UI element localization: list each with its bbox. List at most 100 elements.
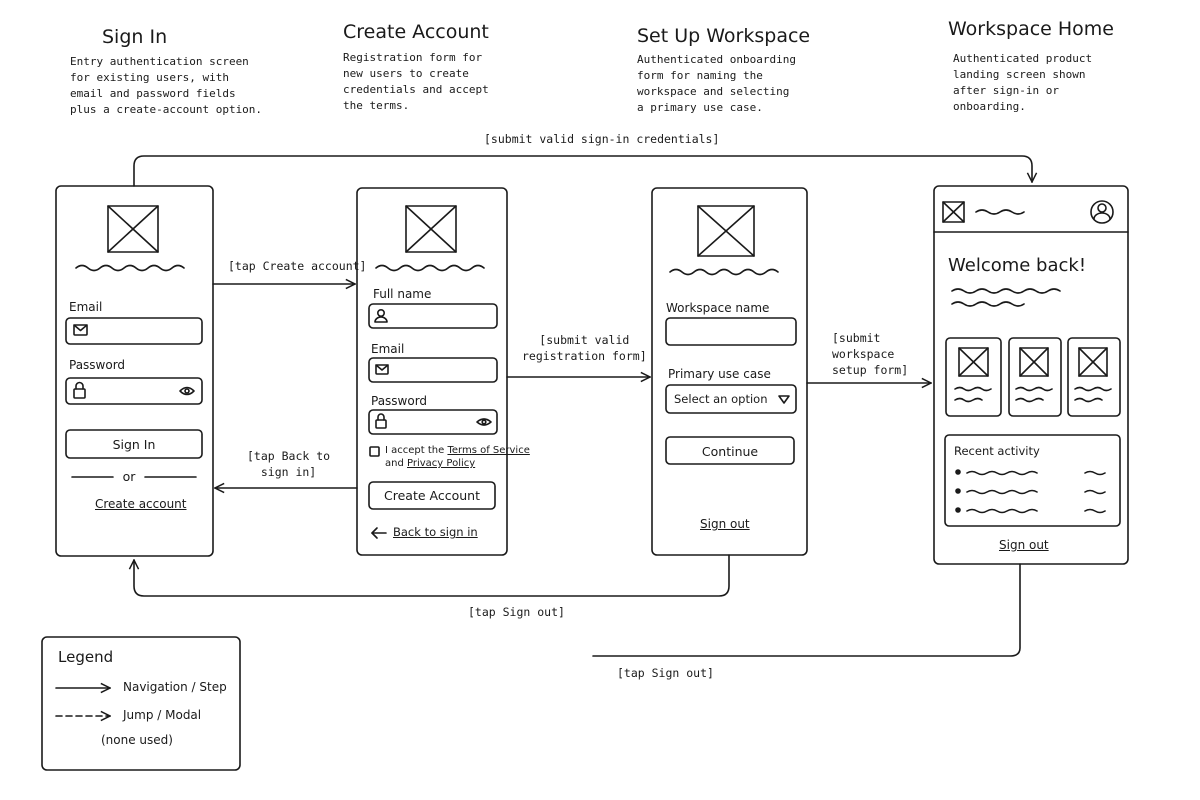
legend-dashed-label: Jump / Modal [123,708,202,722]
create-account-link[interactable]: Create account [95,497,187,511]
create-account-description: Registration form for new users to creat… [343,51,489,112]
email-field [368,357,498,383]
continue-button-label[interactable]: Continue [701,444,759,459]
bullet [955,488,961,494]
arrow-setup-sign-out [134,554,730,597]
arrow-sign-in-to-home [133,155,1032,187]
email-field [65,317,203,345]
terms-of-service-link[interactable]: Terms of Service [447,445,530,456]
home-card [1008,337,1062,417]
bullet [955,469,961,475]
squiggle-line [975,209,1025,215]
squiggle-line [1084,508,1106,514]
password-field [65,377,203,405]
divider-or-text: or [122,469,136,484]
transition-home-sign-out: [tap Sign out] [617,666,714,680]
welcome-heading: Welcome back! [948,255,1087,276]
transition-setup-to-home: [submit workspace setup form] [832,331,909,377]
sign-out-link[interactable]: Sign out [700,517,750,531]
checkbox-icon [369,446,380,457]
sign-out-link[interactable]: Sign out [999,538,1049,552]
email-label: Email [69,300,103,314]
eye-icon [179,386,195,396]
transition-create-to-setup: [submit valid registration form] [522,333,647,363]
recent-activity-label: Recent activity [954,444,1040,458]
arrow-home-sign-out [592,563,1021,657]
squiggle-line [1015,386,1053,392]
terms-line-2: and Privacy Policy [385,458,475,469]
squiggle-line [954,386,992,392]
home-card [1067,337,1121,417]
image-placeholder-icon [1019,347,1049,377]
squiggle-line [951,301,1025,307]
legend-none-note: (none used) [101,733,173,747]
terms-prefix: I accept the [385,445,445,456]
sign-in-button [65,429,203,459]
terms-line-1: I accept the Terms of Service [385,445,530,456]
back-to-sign-in-link[interactable]: Back to sign in [393,525,478,539]
eye-icon [476,418,492,426]
use-case-select [665,384,797,414]
transition-sign-in-to-home: [submit valid sign-in credentials] [478,131,726,147]
full-name-field [368,303,498,329]
squiggle-line [375,264,485,272]
squiggle-line [966,508,1038,514]
password-field [368,409,498,435]
email-label: Email [371,342,405,356]
lock-icon [73,381,86,399]
create-account-screen-frame [356,187,508,556]
sign-in-button-label[interactable]: Sign In [112,437,156,452]
user-icon [374,308,388,323]
continue-button [665,436,795,465]
transition-setup-sign-out: [tap Sign out] [468,605,565,619]
image-placeholder-icon [958,347,989,377]
sign-in-title: Sign In [102,26,168,48]
password-label: Password [69,358,126,372]
squiggle-line [1084,489,1106,495]
squiggle-line [1015,397,1044,403]
avatar-icon [1090,200,1114,224]
legend-box [41,636,241,771]
create-account-title: Create Account [343,21,489,43]
transition-sign-in-to-create: [tap Create account] [228,259,367,273]
mail-icon [375,364,389,375]
squiggle-line [954,397,983,403]
setup-workspace-description: Authenticated onboarding form for naming… [637,53,796,114]
bullet [955,507,961,513]
workspace-home-title: Workspace Home [948,18,1114,40]
transition-create-to-sign-in: [tap Back to sign in] [247,449,331,479]
full-name-label: Full name [373,287,432,301]
workspace-name-field [665,317,797,346]
create-account-button [368,481,496,510]
workspace-home-screen-frame [933,185,1129,565]
use-case-select-value[interactable]: Select an option [674,392,768,406]
image-placeholder-icon [942,201,965,223]
legend-title: Legend [58,648,114,666]
lock-icon [375,413,387,429]
squiggle-line [966,470,1038,476]
squiggle-line [1084,470,1106,476]
squiggle-line [669,268,779,276]
terms-and: and [385,458,404,469]
recent-activity-panel [944,434,1121,527]
squiggle-line [966,489,1038,495]
create-account-button-label[interactable]: Create Account [384,488,480,503]
image-placeholder-icon [405,205,457,253]
home-card [945,337,1002,417]
back-arrow-icon [371,527,387,539]
mail-icon [73,324,88,336]
dropdown-caret-icon [778,395,790,404]
setup-workspace-title: Set Up Workspace [637,25,811,47]
sign-in-description: Entry authentication screen for existing… [70,55,263,116]
workspace-name-label: Workspace name [666,301,770,315]
squiggle-line [951,288,1061,294]
squiggle-line [75,264,185,272]
image-placeholder-icon [697,205,755,257]
workspace-home-description: Authenticated product landing screen sho… [953,52,1093,113]
privacy-policy-link[interactable]: Privacy Policy [407,458,476,469]
image-placeholder-icon [107,205,159,253]
use-case-label: Primary use case [668,367,771,381]
legend-solid-label: Navigation / Step [123,680,227,694]
squiggle-line [1074,397,1103,403]
